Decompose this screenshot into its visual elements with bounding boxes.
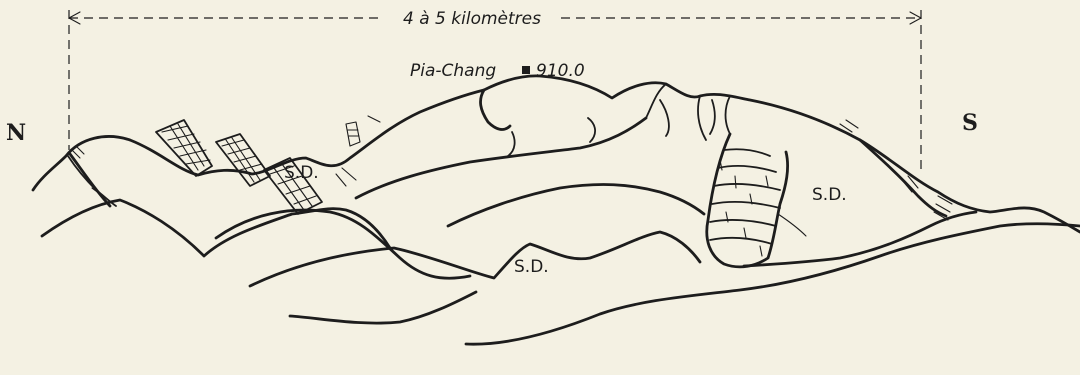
central-valley: [250, 232, 700, 286]
sd-label-right: S.D.: [812, 185, 847, 205]
sd-label-left: S.D.: [284, 163, 319, 183]
summit-crag: [481, 90, 510, 129]
right-inner-slope: [860, 140, 946, 216]
middle-valley-line: [216, 210, 470, 278]
central-mark: [588, 118, 595, 142]
crest-rock-1: [646, 84, 669, 136]
sd-label-center: S.D.: [514, 257, 549, 277]
right-edge-hatch: [840, 120, 952, 220]
left-crest-detail: [68, 156, 116, 206]
place-name-label: Pia-Chang: [410, 61, 496, 81]
distance-label: 4 à 5 kilomètres: [403, 9, 541, 29]
summit-marker: [522, 66, 530, 74]
north-label: N: [6, 120, 26, 146]
tilted-strata-left: [156, 116, 380, 214]
foreground-hill-left-lower: [70, 154, 110, 206]
summit-crag-detail: [508, 132, 515, 156]
crest-rock-2: [698, 96, 715, 140]
foreground-hill-left: [42, 200, 390, 256]
distance-scale: [69, 10, 921, 170]
central-hill-middle: [448, 185, 704, 226]
south-label: S: [962, 110, 978, 136]
lower-front-hill: [290, 292, 476, 323]
crest-rock-3: [726, 96, 731, 134]
stratified-cliff: [707, 134, 806, 267]
